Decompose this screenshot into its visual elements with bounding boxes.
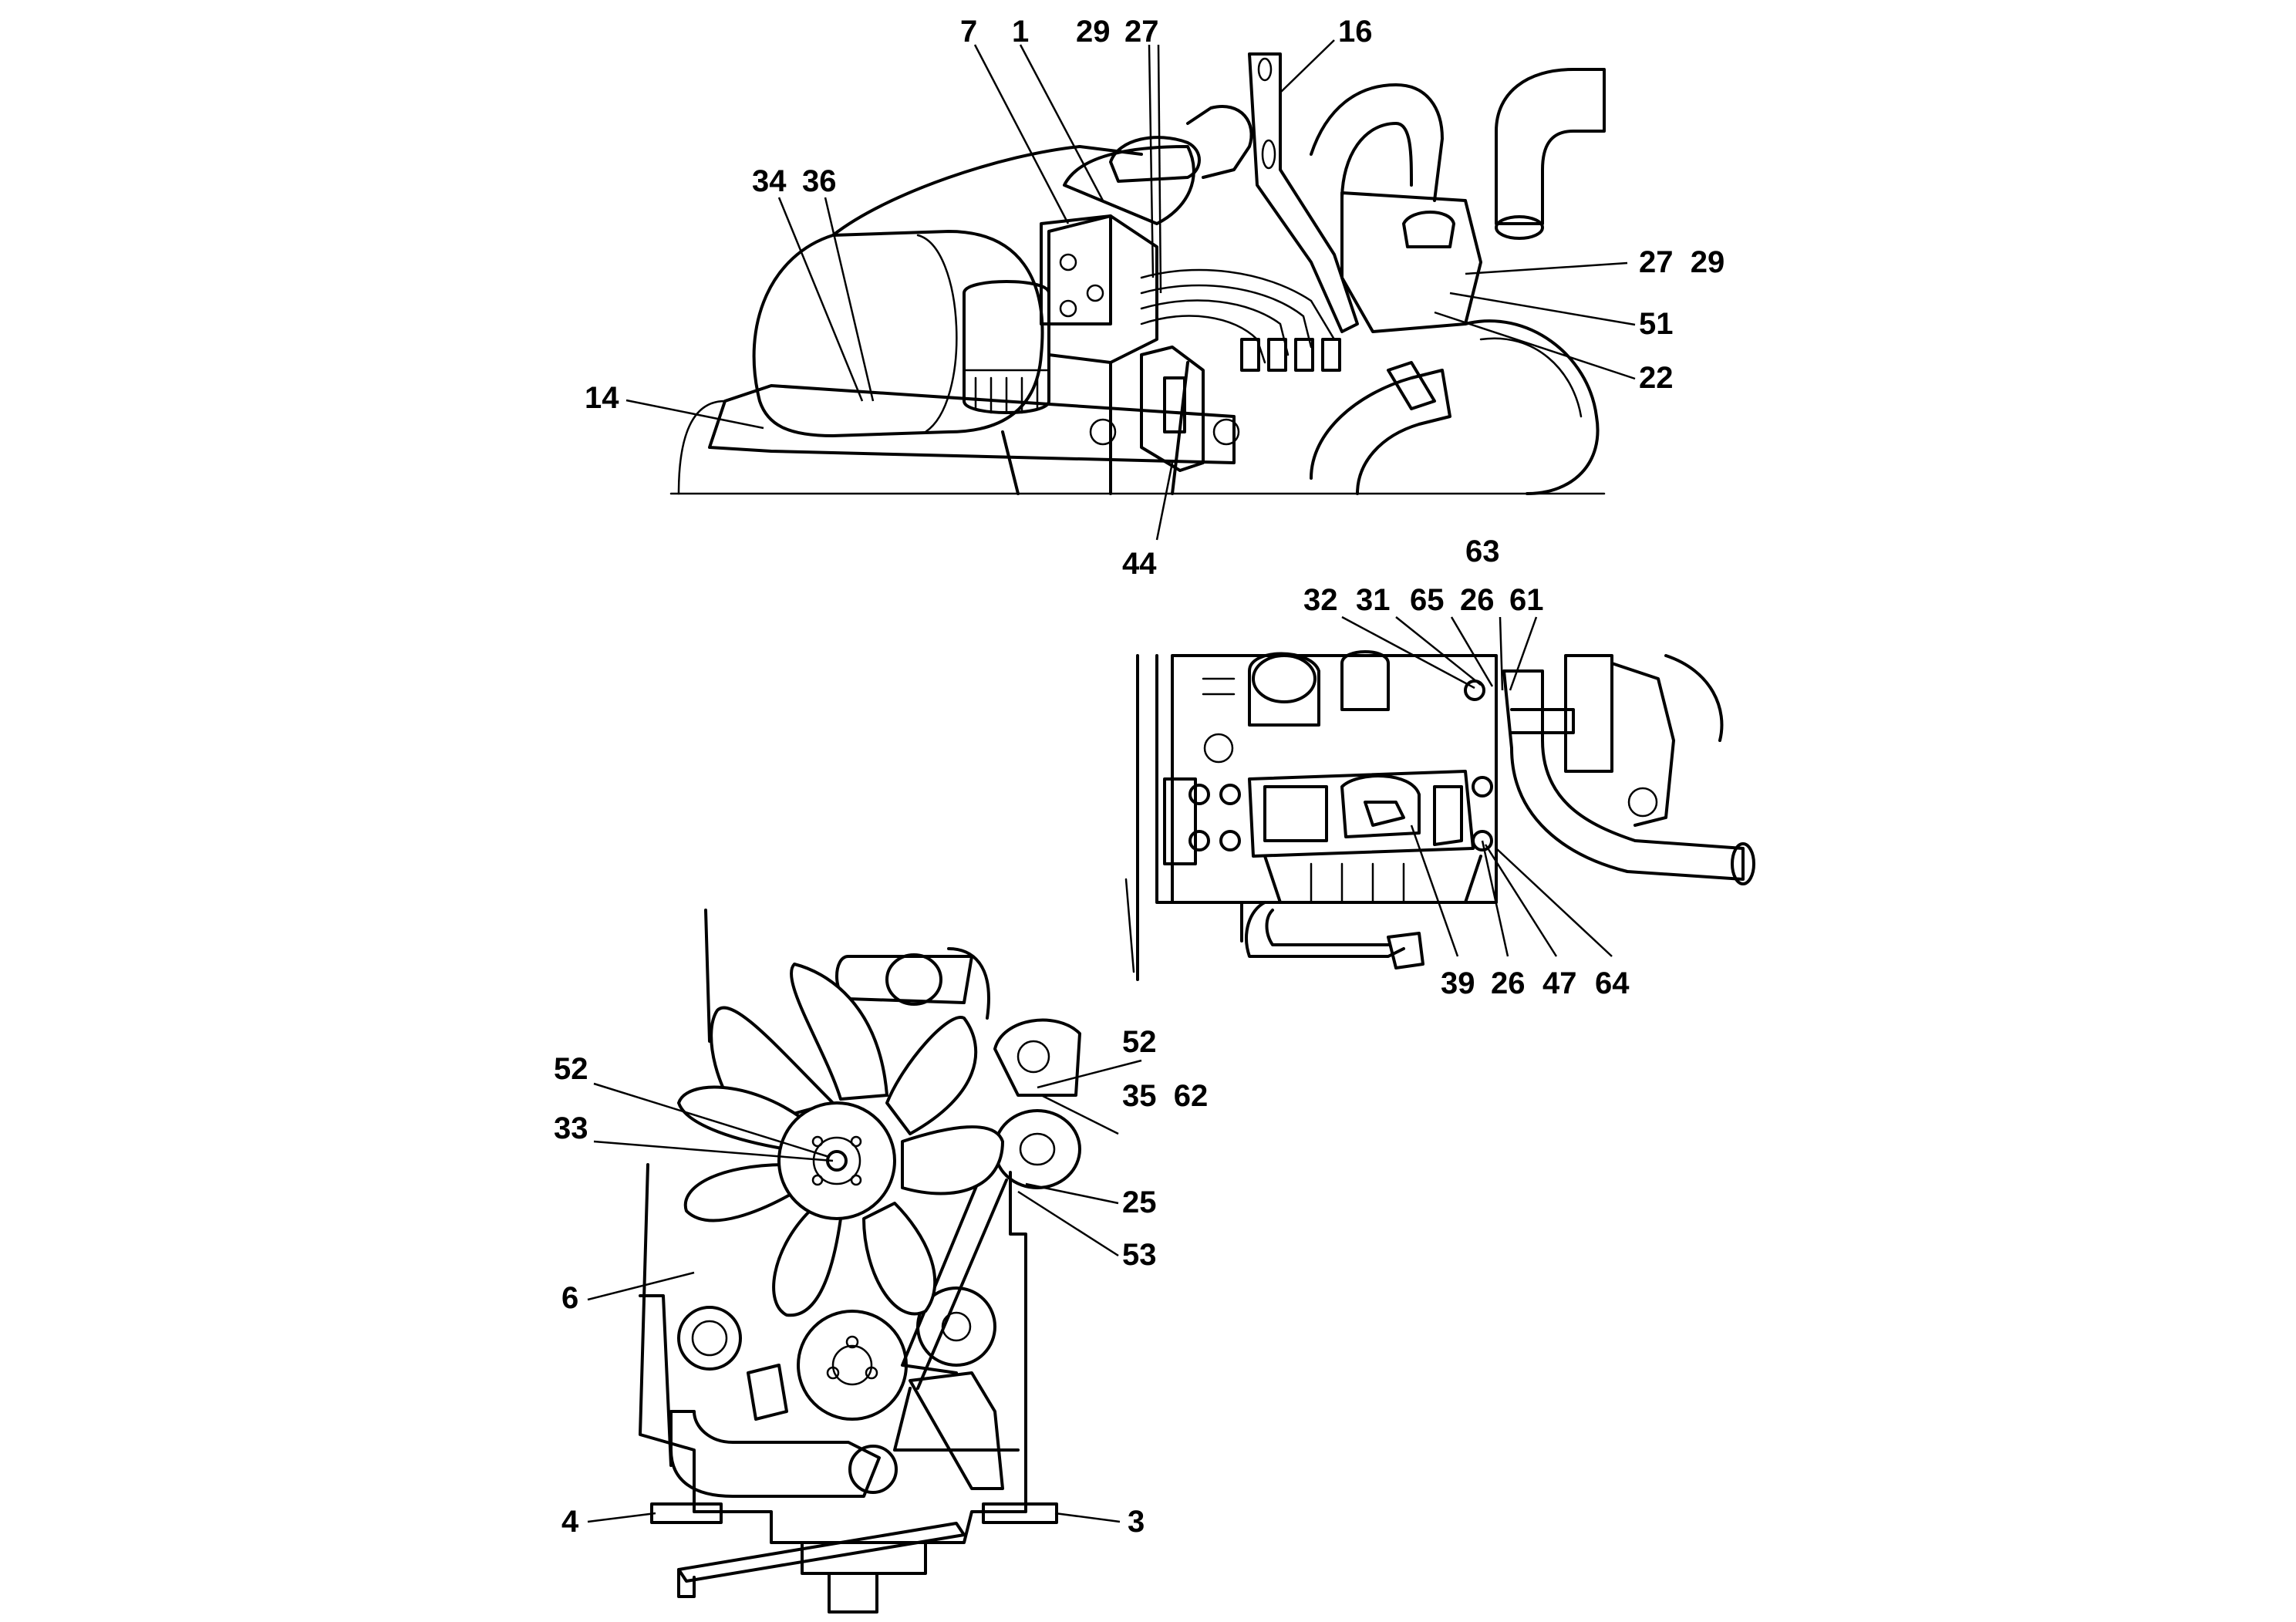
part-label-63: 63 (1465, 534, 1500, 568)
top-view-illustration (669, 52, 1606, 495)
part-label-53: 53 (1122, 1238, 1157, 1272)
part-label-25: 25 (1122, 1185, 1157, 1219)
part-label-44: 44 (1122, 547, 1157, 581)
top-view-leader-lines (625, 39, 1636, 541)
front-view-illustration (639, 909, 1081, 1614)
part-label-22: 22 (1639, 361, 1674, 395)
part-label-26-upper: 26 (1460, 583, 1495, 617)
part-label-16: 16 (1338, 15, 1373, 49)
part-label-52-right: 52 (1122, 1025, 1157, 1059)
part-label-33: 33 (554, 1111, 588, 1145)
fan-blades (677, 963, 1004, 1317)
part-label-14: 14 (585, 381, 619, 415)
part-label-39: 39 (1441, 966, 1475, 1000)
part-label-26-lower: 26 (1491, 966, 1526, 1000)
part-label-52-left: 52 (554, 1052, 588, 1086)
top-view-labels: 7 1 29 27 16 34 36 27 29 51 22 14 44 (585, 15, 1725, 581)
part-label-65: 65 (1410, 583, 1445, 617)
part-label-36: 36 (802, 164, 837, 198)
front-view-labels: 52 52 35 62 33 25 53 6 4 3 (554, 1025, 1208, 1539)
part-label-7: 7 (960, 15, 977, 49)
side-view-illustration (1124, 650, 1755, 981)
part-label-35-62: 35 62 (1122, 1079, 1208, 1113)
part-label-47: 47 (1542, 966, 1577, 1000)
part-label-27: 27 (1124, 15, 1159, 49)
part-label-4: 4 (561, 1505, 579, 1539)
part-label-32: 32 (1303, 583, 1338, 617)
front-view-leader-lines (587, 1059, 1142, 1523)
part-label-61: 61 (1509, 583, 1544, 617)
part-label-29: 29 (1076, 15, 1111, 49)
part-label-34: 34 (752, 164, 787, 198)
part-label-31: 31 (1356, 583, 1391, 617)
part-label-6: 6 (561, 1281, 578, 1315)
part-label-3: 3 (1128, 1505, 1145, 1539)
side-view-labels: 63 32 31 65 26 61 39 26 47 64 (1303, 534, 1630, 1000)
part-label-1: 1 (1012, 15, 1029, 49)
part-label-27-29: 27 29 (1639, 245, 1725, 279)
part-label-51: 51 (1639, 307, 1674, 341)
part-label-64: 64 (1595, 966, 1630, 1000)
side-view-leader-lines (1341, 615, 1613, 957)
